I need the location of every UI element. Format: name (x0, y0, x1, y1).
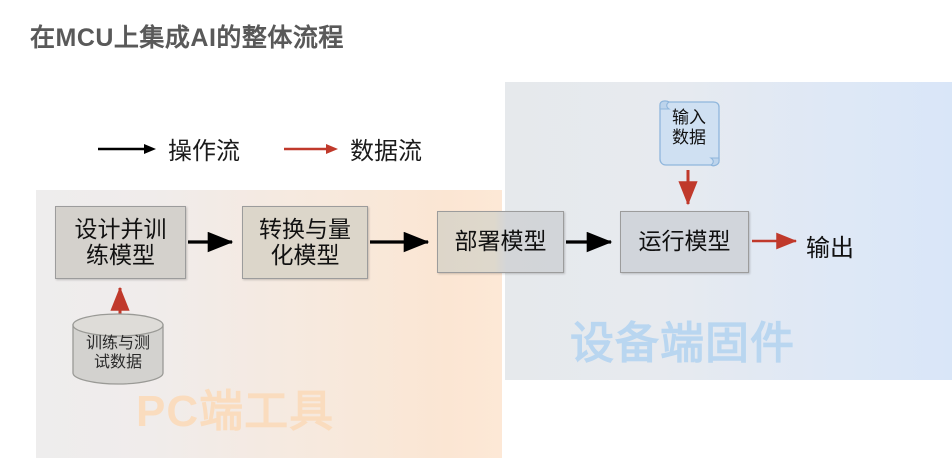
black-arrow-icon (98, 143, 156, 154)
node-text-line2: 练模型 (86, 241, 155, 268)
node-train-test-data-text: 训练与测 试数据 (70, 334, 166, 372)
node-text-line2: 化模型 (270, 241, 340, 268)
legend-label-operation-flow: 操作流 (168, 138, 240, 165)
node-input-data-text: 输入 数据 (657, 108, 721, 148)
node-design-train-model-text: 设计并训 练模型 (74, 215, 167, 269)
node-text-line1: 部署模型 (454, 228, 547, 255)
page-title: 在MCU上集成AI的整体流程 (30, 24, 344, 52)
node-deploy-model[interactable]: 部署模型 (437, 211, 564, 273)
legend-item-data-flow: 数据流 (282, 131, 422, 166)
node-text-line1: 输入 (672, 108, 706, 127)
node-text-line1: 转换与量 (259, 215, 351, 242)
red-arrow-icon (284, 143, 338, 154)
node-convert-quantize-model-text: 转换与量 化模型 (259, 215, 351, 269)
node-deploy-model-text: 部署模型 (454, 228, 547, 255)
document-shape-icon (659, 100, 720, 167)
node-run-model-text: 运行模型 (638, 228, 731, 255)
node-output-label: 输出 (806, 235, 854, 262)
node-run-model[interactable]: 运行模型 (620, 211, 749, 273)
node-text-line1: 训练与测 (85, 335, 150, 352)
legend-label-data-flow: 数据流 (350, 138, 422, 165)
node-design-train-model[interactable]: 设计并训 练模型 (55, 206, 186, 279)
node-text-line1: 设计并训 (74, 215, 167, 242)
node-input-data[interactable]: 输入 数据 (657, 98, 721, 170)
node-text-line1: 运行模型 (638, 228, 731, 255)
node-convert-quantize-model[interactable]: 转换与量 化模型 (242, 206, 368, 279)
legend: 操作流 数据流 (96, 131, 422, 166)
legend-item-operation-flow: 操作流 (96, 131, 240, 166)
node-train-test-data[interactable]: 训练与测 试数据 (70, 312, 166, 386)
node-text-line2: 数据 (672, 128, 706, 148)
zone-label-pc-tools: PC端工具 (136, 387, 335, 436)
node-text-line2: 试数据 (93, 354, 142, 372)
zone-label-device-firmware: 设备端固件 (570, 319, 795, 368)
database-cylinder-icon (72, 313, 164, 385)
